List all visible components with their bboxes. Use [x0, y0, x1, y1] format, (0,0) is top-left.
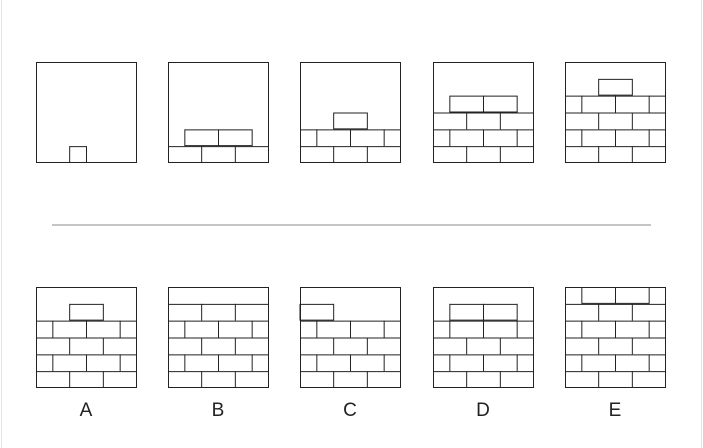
brick-row	[433, 129, 534, 147]
brick-row	[565, 129, 666, 147]
brick-row	[36, 354, 137, 372]
brick-row	[69, 146, 87, 163]
option-c-label[interactable]: C	[343, 400, 357, 421]
brick-row	[565, 371, 666, 388]
divider-line	[52, 224, 651, 226]
brick-row	[565, 337, 666, 355]
brick-row	[300, 337, 401, 355]
brick-row	[184, 129, 253, 147]
brick-row	[300, 371, 401, 388]
sequence-panel-1	[36, 62, 137, 163]
brick-row	[333, 112, 368, 130]
brick-row	[433, 320, 534, 338]
brick-row	[565, 146, 666, 163]
sequence-panel-3	[300, 62, 401, 163]
brick-row	[36, 371, 137, 388]
option-a-label[interactable]: A	[79, 400, 93, 421]
option-b-label[interactable]: B	[211, 400, 225, 421]
brick-row	[36, 337, 137, 355]
brick-row	[299, 303, 335, 321]
brick-row	[300, 129, 401, 147]
sequence-panel-5	[565, 62, 666, 163]
option-e-label[interactable]: E	[608, 400, 622, 421]
brick-row	[565, 95, 666, 113]
brick-row	[168, 320, 269, 338]
brick-row	[168, 303, 269, 321]
brick-row	[300, 354, 401, 372]
brick-row	[565, 303, 666, 321]
sequence-panel-2	[168, 62, 269, 163]
brick-row	[433, 112, 534, 130]
panel-frame	[300, 62, 401, 163]
brick-row	[581, 287, 650, 304]
right-border	[701, 0, 702, 448]
option-a-panel[interactable]	[35, 286, 138, 389]
panel-frame	[168, 62, 269, 163]
option-d-panel[interactable]	[432, 286, 535, 389]
option-e-panel[interactable]	[564, 286, 667, 389]
brick-row	[168, 354, 269, 372]
brick-row	[598, 78, 633, 96]
brick-row	[36, 320, 137, 338]
option-d-label[interactable]: D	[476, 400, 490, 421]
brick-row	[433, 354, 534, 372]
option-c-panel[interactable]	[299, 286, 402, 389]
brick-row	[300, 320, 401, 338]
option-b-panel[interactable]	[167, 286, 270, 389]
sequence-panel-4	[433, 62, 534, 163]
brick-row	[300, 146, 401, 163]
brick-row	[433, 146, 534, 163]
brick-row	[168, 146, 269, 163]
brick-row	[565, 354, 666, 372]
left-border	[1, 0, 2, 448]
brick-row	[433, 337, 534, 355]
brick-row	[168, 337, 269, 355]
brick-row	[565, 112, 666, 130]
brick-row	[69, 303, 104, 321]
brick-row	[565, 320, 666, 338]
brick-row	[168, 371, 269, 388]
brick-row	[449, 303, 518, 321]
brick-row	[433, 371, 534, 388]
brick-row	[449, 95, 518, 113]
